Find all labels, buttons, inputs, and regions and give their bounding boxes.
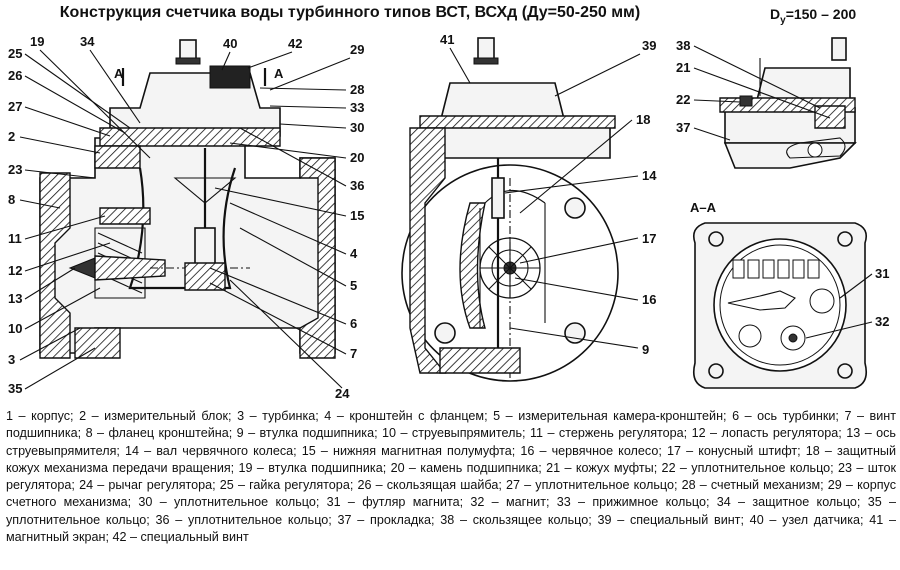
callout-37: 37 xyxy=(676,120,690,135)
large-diameter-inset: 38 21 22 37 xyxy=(676,37,857,169)
top-callouts: 19 34 40 42 29 xyxy=(30,34,364,159)
callout-25: 25 xyxy=(8,46,22,61)
callout-28: 28 xyxy=(350,82,364,97)
section-mark-a-left: A xyxy=(114,66,124,81)
parts-legend: 1 – корпус; 2 – измерительный блок; 3 – … xyxy=(6,409,896,545)
callout-6: 6 xyxy=(350,316,357,331)
callout-19: 19 xyxy=(30,34,44,49)
callout-29: 29 xyxy=(350,42,364,57)
callout-32: 32 xyxy=(875,314,889,329)
callout-24: 24 xyxy=(335,386,350,401)
callout-36: 36 xyxy=(350,178,364,193)
callout-13: 13 xyxy=(8,291,22,306)
callout-33: 33 xyxy=(350,100,364,115)
callout-10: 10 xyxy=(8,321,22,336)
longitudinal-section: A A xyxy=(39,39,336,359)
callout-18: 18 xyxy=(636,112,650,127)
callout-11: 11 xyxy=(8,231,22,246)
callout-41: 41 xyxy=(440,32,454,47)
callout-14: 14 xyxy=(642,168,657,183)
left-callouts: 25 26 27 2 23 8 11 12 13 10 3 35 xyxy=(8,46,131,396)
end-view-section xyxy=(401,37,619,382)
callout-31: 31 xyxy=(875,266,889,281)
callout-21: 21 xyxy=(676,60,690,75)
end-view-callouts: 41 39 18 14 17 16 9 xyxy=(440,32,657,357)
meter-drawing: A A 25 26 27 2 23 8 11 12 13 10 3 35 19 … xyxy=(8,32,889,401)
callout-9: 9 xyxy=(642,342,649,357)
callout-15: 15 xyxy=(350,208,364,223)
callout-34: 34 xyxy=(80,34,95,49)
center-callouts: 28 33 30 20 36 15 4 5 6 7 24 xyxy=(209,82,364,401)
callout-27: 27 xyxy=(8,99,22,114)
diagram-title: Конструкция счетчика воды турбинного тип… xyxy=(59,4,641,21)
callout-26: 26 xyxy=(8,68,22,83)
callout-2: 2 xyxy=(8,129,15,144)
callout-20: 20 xyxy=(350,150,364,165)
section-a-a-label: A–A xyxy=(690,200,717,215)
callout-3: 3 xyxy=(8,352,15,367)
callout-12: 12 xyxy=(8,263,22,278)
callout-38: 38 xyxy=(676,38,690,53)
callout-22: 22 xyxy=(676,92,690,107)
callout-35: 35 xyxy=(8,381,22,396)
callout-4: 4 xyxy=(350,246,358,261)
callout-39: 39 xyxy=(642,38,656,53)
nominal-diameter-label: Dy=150 – 200 xyxy=(770,6,857,26)
callout-8: 8 xyxy=(8,192,15,207)
section-mark-a-right: A xyxy=(274,66,284,81)
callout-30: 30 xyxy=(350,120,364,135)
callout-5: 5 xyxy=(350,278,357,293)
callout-16: 16 xyxy=(642,292,656,307)
callout-23: 23 xyxy=(8,162,22,177)
section-a-a: A–A 31 32 xyxy=(690,200,889,389)
callout-42: 42 xyxy=(288,36,302,51)
callout-40: 40 xyxy=(223,36,237,51)
callout-17: 17 xyxy=(642,231,656,246)
callout-7: 7 xyxy=(350,346,357,361)
